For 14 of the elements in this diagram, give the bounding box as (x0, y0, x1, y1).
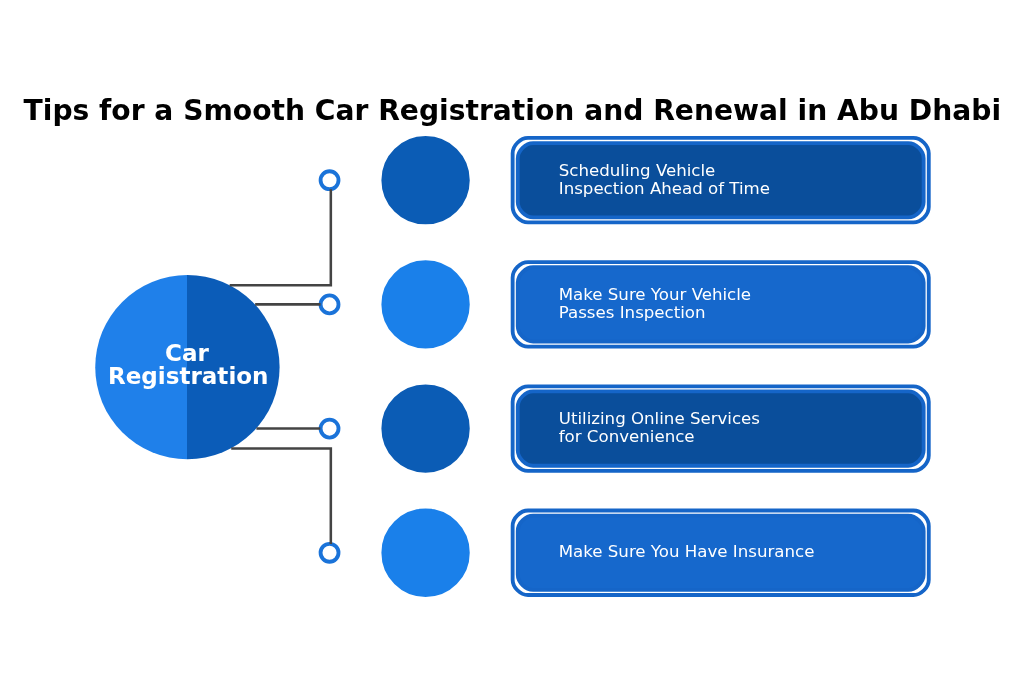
node-circle (318, 541, 341, 564)
connector (256, 427, 321, 430)
diagram-title: Tips for a Smooth Car Registration and Renewal in Abu Dhabi (23, 93, 1002, 127)
node-box: Scheduling Vehicle Inspection Ahead of Time (510, 136, 931, 225)
node-circle (318, 293, 341, 316)
node-circle (318, 417, 341, 440)
node-box: Make Sure You Have Insurance (510, 508, 931, 597)
connector (231, 447, 333, 544)
node-circle: Car Registration (95, 274, 280, 460)
connector (255, 303, 321, 306)
node-box: Make Sure Your Vehicle Passes Inspection (510, 260, 931, 349)
node-circle (318, 169, 341, 192)
node-box: Utilizing Online Services for Convenience (510, 384, 931, 473)
connector (229, 189, 333, 287)
